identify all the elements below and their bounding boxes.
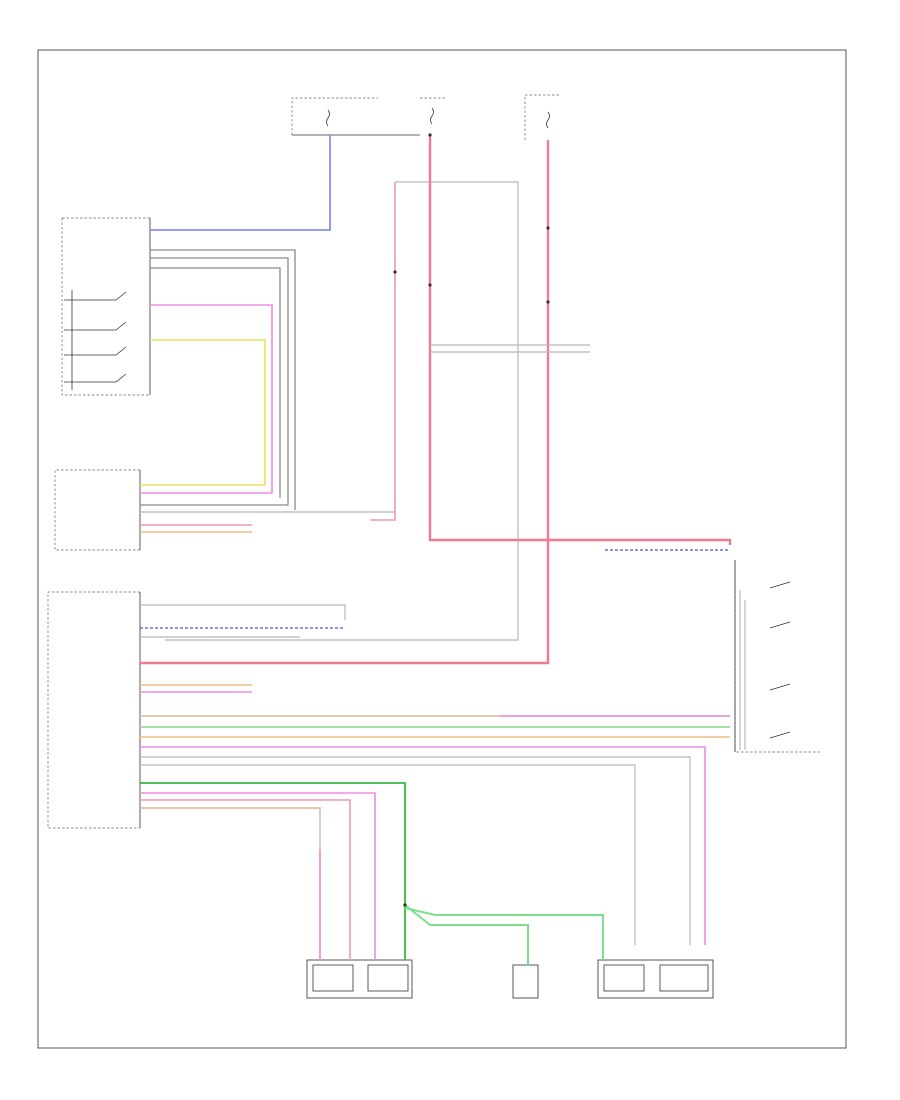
splice-point bbox=[546, 226, 550, 230]
wire-gray-ground-3 bbox=[150, 267, 281, 498]
splice-point bbox=[428, 133, 432, 137]
wire-motor-tan bbox=[140, 807, 321, 960]
fuse-box-hot-in-run bbox=[420, 97, 445, 125]
steering-column-tilt-motor bbox=[597, 959, 714, 999]
splice-point bbox=[428, 283, 432, 287]
memory-seat-switch bbox=[61, 217, 151, 396]
wire-yellow-memory bbox=[140, 339, 266, 486]
module-dashed-boundary bbox=[165, 181, 519, 641]
splice-point bbox=[393, 270, 397, 274]
wire-blue-switch-feed bbox=[150, 135, 331, 231]
fuse-box-battery-junction bbox=[291, 97, 420, 136]
splice-point bbox=[546, 300, 550, 304]
splice-point bbox=[403, 903, 407, 907]
wire-pink-memory bbox=[140, 304, 273, 494]
wire-motor-green bbox=[140, 782, 406, 960]
wire-bus-gray-1 bbox=[140, 756, 691, 945]
driver-door-module bbox=[54, 469, 141, 551]
clockspring-sensor bbox=[512, 964, 539, 999]
wire-power-hot-run bbox=[428, 135, 732, 545]
wire-gray-ground-2 bbox=[140, 257, 289, 506]
wire-bus-gray-2 bbox=[140, 764, 636, 945]
wire-seat-1 bbox=[140, 604, 346, 620]
wire-motor-red bbox=[140, 799, 351, 960]
steering-column-tilt-switch bbox=[734, 560, 820, 753]
wire-sensor-green bbox=[404, 904, 529, 965]
steering-column-telescope-motor bbox=[306, 959, 413, 999]
wire-power-hot-at-all-times bbox=[140, 140, 550, 665]
wire-motor-pink bbox=[140, 792, 376, 960]
fuse-box-hot-at-all-times bbox=[524, 94, 560, 140]
wire-power-branch bbox=[370, 182, 396, 521]
diagram-frame bbox=[37, 49, 847, 1049]
wire-tilt-green bbox=[404, 907, 604, 960]
wire-bus-pink-2 bbox=[140, 746, 706, 945]
wire-gray-ground-1 bbox=[150, 249, 296, 510]
driver-seat-module bbox=[47, 591, 141, 829]
